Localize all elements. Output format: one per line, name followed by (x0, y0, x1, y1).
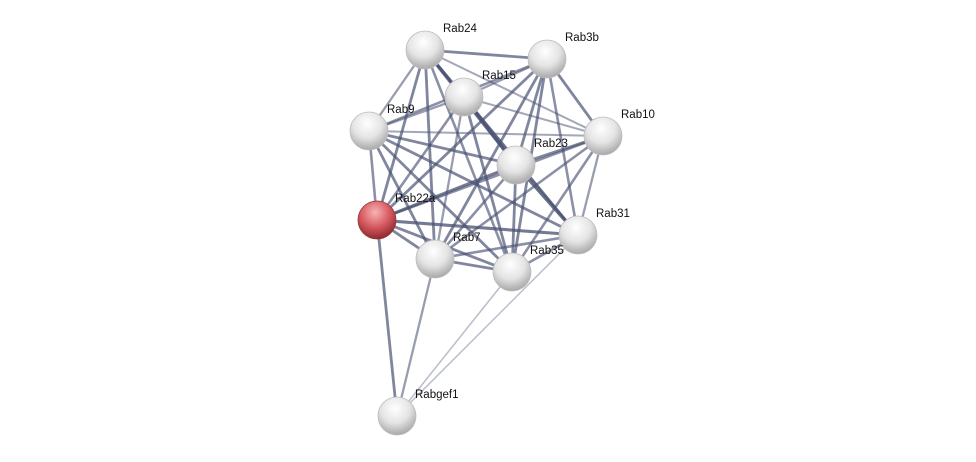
edge-rab24-rab35[interactable] (423, 49, 514, 273)
node-rab3b[interactable]: Rab3b (527, 32, 599, 79)
node-rab23[interactable]: Rab23 (496, 138, 568, 185)
node-label: Rab31 (596, 208, 630, 220)
node-label: Rab9 (387, 104, 415, 116)
edge-rab15-rab10[interactable] (463, 96, 604, 137)
node-label: Rab10 (621, 109, 655, 121)
edge-rab3b-rab22a[interactable] (376, 57, 548, 222)
edge-rab24-rab7[interactable] (423, 49, 437, 260)
query-protein-node[interactable] (357, 200, 397, 240)
edge-rab15-rab7[interactable] (433, 96, 466, 260)
node-rabgef1[interactable]: Rabgef1 (377, 389, 458, 436)
edge-rabgef1-rab35[interactable] (396, 271, 513, 417)
protein-node[interactable] (492, 252, 532, 292)
edge-rabgef1-rab22a[interactable] (375, 219, 399, 417)
edge-rab9-rab23[interactable] (368, 129, 517, 167)
protein-node[interactable] (527, 39, 567, 79)
edge-rabgef1-rab7[interactable] (395, 258, 437, 417)
node-rab15[interactable]: Rab15 (444, 70, 516, 117)
edge-rab24-rab3b[interactable] (424, 48, 548, 61)
node-rab10[interactable]: Rab10 (583, 109, 655, 156)
edge-rab22a-rab31[interactable] (376, 218, 579, 237)
protein-node[interactable] (496, 145, 536, 185)
protein-node[interactable] (349, 111, 389, 151)
edge-rab10-rab7[interactable] (434, 134, 604, 261)
node-rab22a[interactable]: Rab22a (357, 193, 436, 240)
protein-node[interactable] (415, 239, 455, 279)
edge-rab9-rab10[interactable] (368, 130, 604, 137)
node-rab7[interactable]: Rab7 (415, 232, 481, 279)
protein-node[interactable] (558, 215, 598, 255)
protein-node[interactable] (405, 30, 445, 70)
node-label: Rab24 (443, 23, 477, 35)
node-label: Rab15 (482, 70, 516, 82)
protein-node[interactable] (583, 116, 623, 156)
node-rab31[interactable]: Rab31 (558, 208, 630, 255)
edge-rab9-rab35[interactable] (368, 130, 513, 273)
node-rab35[interactable]: Rab35 (492, 245, 564, 292)
node-label: Rab23 (534, 138, 568, 150)
edge-rab15-rab22a[interactable] (375, 96, 466, 221)
edge-rab15-rab35[interactable] (462, 96, 514, 273)
edge-rab24-rab10[interactable] (424, 49, 604, 137)
edge-rabgef1-rab31[interactable] (396, 234, 579, 417)
node-rab9[interactable]: Rab9 (349, 104, 415, 151)
node-label: Rabgef1 (415, 389, 458, 401)
protein-node[interactable] (377, 396, 417, 436)
node-label: Rab22a (395, 193, 436, 205)
edge-rab31-rab7[interactable] (434, 233, 579, 261)
node-label: Rab3b (565, 32, 599, 44)
node-label: Rab7 (453, 232, 481, 244)
edge-rab23-rab22a[interactable] (376, 163, 517, 222)
node-label: Rab35 (530, 245, 564, 257)
protein-node[interactable] (444, 77, 484, 117)
edge-rab23-rab7[interactable] (434, 164, 517, 260)
edge-rab24-rab22a[interactable] (375, 49, 427, 221)
node-rab24[interactable]: Rab24 (405, 23, 477, 70)
edge-rab10-rab35[interactable] (510, 135, 605, 273)
edge-rab3b-rab31[interactable] (545, 58, 580, 236)
